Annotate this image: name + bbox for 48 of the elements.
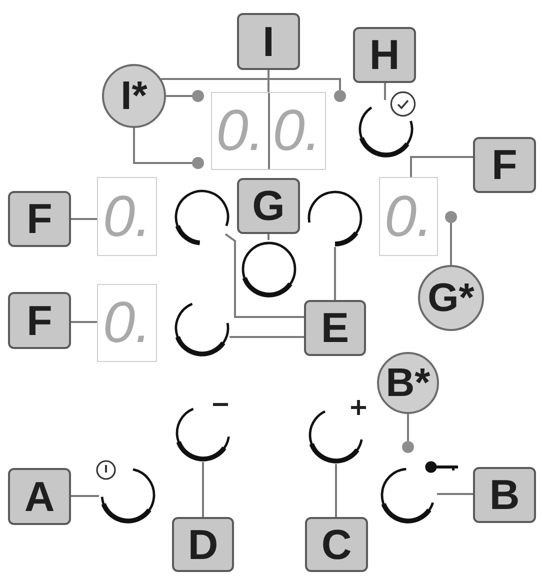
callout-label: C [305,517,368,572]
leader-line [335,464,337,517]
leader-line [133,128,192,164]
callout-label: F [473,137,536,193]
indicator-dot [402,441,414,453]
control-ring [99,466,157,524]
display-digit: 0. [272,102,321,160]
callout-label: F [8,292,71,349]
control-ring [240,240,298,298]
leader-line [268,234,270,240]
leader-line [230,336,304,338]
leader-line [71,495,100,497]
callout-label: G [237,178,300,234]
leader-line [202,462,204,517]
leader-line [224,233,304,318]
callout-label: B* [377,352,439,414]
display-digit: 0. [216,102,264,160]
callout-label: H [353,27,416,83]
callout-label: B [473,467,536,523]
callout-label: I* [102,64,166,128]
callout-label: F [8,191,71,247]
leader-line [268,70,270,92]
digit-display: 0. [97,284,157,362]
leader-line [410,156,473,177]
indicator-dot [334,90,346,102]
callout-label: E [304,300,366,356]
callout-label: G* [418,265,484,331]
digit-display: 0. [379,177,438,256]
indicator-dot [192,90,204,102]
control-ring [306,189,364,247]
control-ring [173,188,231,246]
indicator-dot [445,211,457,223]
digit-display [211,92,326,170]
leader-line [71,218,97,220]
digit-display: 0. [97,177,157,256]
callout-label: A [8,468,71,525]
leader-line [71,321,97,323]
control-ring [379,466,437,524]
indicator-dot [192,157,204,169]
callout-label: D [172,517,234,572]
leader-line [450,223,452,265]
leader-line [436,493,473,495]
leader-line [161,78,341,90]
callout-label: I [237,13,300,70]
leader-line [407,414,409,441]
leader-line [334,247,336,300]
leader-line [166,95,192,97]
leader-line [384,83,386,100]
